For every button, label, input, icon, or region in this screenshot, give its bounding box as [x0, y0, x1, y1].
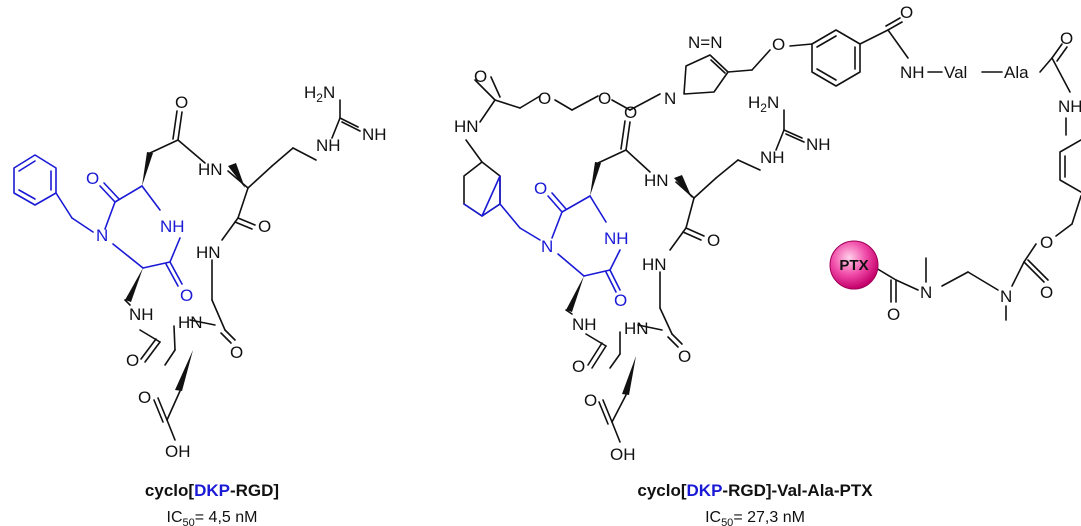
wedge-r2 — [566, 276, 584, 312]
atom-nh-6: NH — [362, 125, 387, 144]
benzamide-ring — [811, 17, 1071, 93]
bond-carbamate-1 — [1023, 243, 1037, 263]
atom-nh-5: NH — [316, 136, 341, 155]
bond-ptx-carbonyl — [895, 279, 919, 291]
atom-o-b: O — [538, 89, 551, 108]
atom-h2n: H2N — [304, 83, 335, 105]
atom-n-dkp: N — [96, 226, 108, 245]
atom-nh-r5: NH — [760, 148, 785, 167]
atom-o-carbamate: O — [1040, 233, 1053, 252]
atom-o-r5: O — [584, 391, 597, 410]
atom-n-triazole-1: N — [664, 89, 676, 108]
atom-hn-3: HN — [178, 313, 203, 332]
atom-o-ptx: O — [887, 305, 900, 324]
atom-o-1: O — [175, 93, 188, 112]
atom-n-dmeda-1: N — [920, 283, 932, 302]
atom-h2n-r: H2N — [748, 93, 779, 115]
dkp-ring — [99, 182, 183, 287]
atom-hn-r3: HN — [624, 319, 649, 338]
structure-conjugate: O HN O O N N=N O O NH Val Ala O NH — [454, 3, 1081, 464]
pabc-ring — [1055, 117, 1081, 237]
atom-o-r2: O — [707, 231, 720, 250]
atom-ala: Ala — [1004, 63, 1029, 82]
bond-carbamate-n — [1011, 261, 1025, 287]
atom-o-4: O — [126, 351, 139, 370]
benzyl-group — [13, 154, 94, 233]
atom-o-dkp-1: O — [86, 169, 99, 188]
caption-left: cyclo[DKP-RGD] IC50= 4,5 nM — [145, 481, 279, 526]
atom-o-a: O — [474, 67, 487, 86]
atom-o-dkp-2: O — [180, 286, 193, 305]
atom-hn-a: HN — [454, 117, 479, 136]
right-benzyl — [463, 139, 541, 241]
atom-oh-r: OH — [610, 445, 636, 464]
compound-name-2: cyclo[DKP-RGD]-Val-Ala-PTX — [637, 481, 873, 500]
bond-ptx-link — [875, 267, 897, 281]
bond-carbamate-co — [1023, 261, 1045, 283]
atom-o-ala: O — [1060, 29, 1073, 48]
atom-nh-ala: NH — [1058, 97, 1081, 116]
atom-hn-r2: HN — [642, 255, 667, 274]
atom-nh-val: NH — [900, 63, 925, 82]
atom-o-carbamate-2: O — [1040, 283, 1053, 302]
atom-o-3: O — [230, 343, 243, 362]
bond-carbamate-co-2 — [1027, 259, 1049, 281]
wedge-2 — [125, 268, 143, 302]
atom-nh-4: NH — [129, 305, 154, 324]
atom-o-ether: O — [772, 35, 785, 54]
linker — [474, 43, 813, 123]
atom-o-dkp-r2: O — [614, 291, 627, 310]
caption-right: cyclo[DKP-RGD]-Val-Ala-PTX IC50= 27,3 nM — [637, 481, 873, 526]
atom-hn-r1: HN — [644, 171, 669, 190]
right-dkp-ring — [547, 192, 621, 293]
atom-o-c: O — [598, 89, 611, 108]
ptx-ball — [829, 240, 879, 290]
atom-n-dkp-r: N — [541, 237, 553, 256]
ic50-2: IC50= 27,3 nM — [705, 509, 805, 526]
atom-o-2: O — [258, 217, 271, 236]
structure-cyclo-dkp-rgd: N O NH O — [13, 83, 387, 461]
atom-nh-r6: NH — [806, 135, 831, 154]
atom-o-r4: O — [572, 357, 585, 376]
atom-o-amide: O — [900, 3, 913, 22]
atom-hn-2: HN — [196, 243, 221, 262]
atom-o-dkp-r1: O — [534, 179, 547, 198]
atom-oh: OH — [165, 442, 191, 461]
right-macrocycle — [565, 109, 805, 443]
atom-o-r3: O — [678, 347, 691, 366]
wedge-1 — [142, 152, 153, 186]
bond-ethylene-2 — [941, 271, 969, 287]
atom-hn-1: HN — [198, 160, 223, 179]
bond-ethylene-1 — [967, 271, 999, 291]
atom-nh-r4: NH — [572, 315, 597, 334]
atom-nh-dkp-r: NH — [604, 229, 629, 248]
atom-nh-dkp: NH — [160, 217, 185, 236]
wedge-4 — [175, 350, 193, 391]
atom-n-dmeda-2: N — [1000, 287, 1012, 306]
atom-val: Val — [944, 63, 967, 82]
ic50-1: IC50= 4,5 nM — [167, 509, 258, 526]
atom-o-r1: O — [624, 103, 637, 122]
wedge-r4 — [622, 356, 636, 395]
ptx-sphere: PTX — [829, 240, 879, 290]
atom-o-5: O — [138, 388, 151, 407]
compound-name-1: cyclo[DKP-RGD] — [145, 481, 279, 500]
atom-n-triazole-2: N=N — [688, 33, 722, 52]
ptx-label: PTX — [839, 257, 868, 274]
wedge-r1 — [590, 162, 601, 196]
macrocycle-backbone — [124, 99, 361, 441]
